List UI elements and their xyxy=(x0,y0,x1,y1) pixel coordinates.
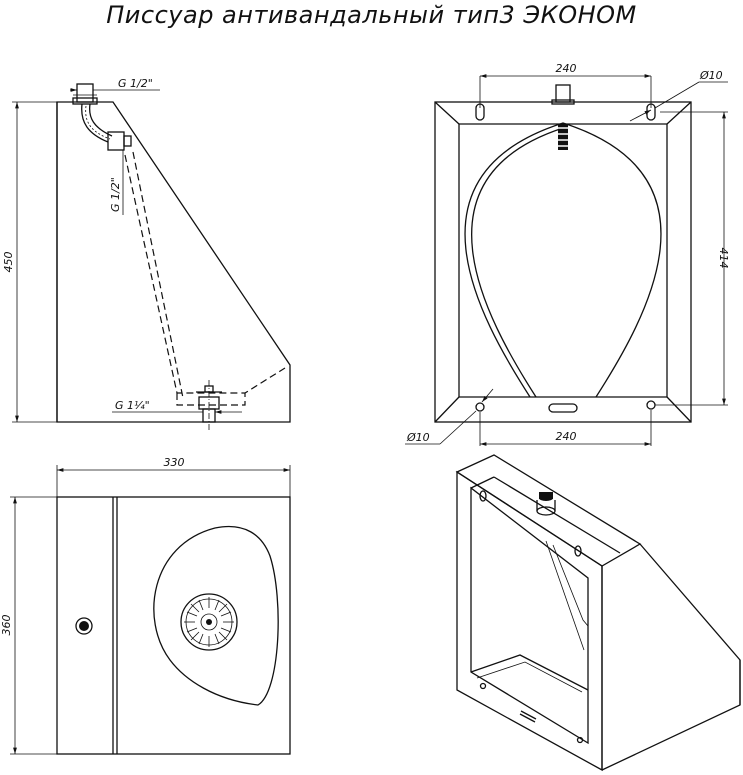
side-hidden-bowl xyxy=(124,154,286,394)
isometric-view xyxy=(455,454,741,772)
front-inlet-fitting xyxy=(555,84,571,103)
side-drain-label: G 1¹⁄₄" xyxy=(115,399,150,412)
front-hole-bottom-label: Ø10 xyxy=(406,431,430,444)
side-inlet-label: G 1/2" xyxy=(118,77,153,90)
iso-inlet-fitting xyxy=(536,492,556,516)
iso-front-frame-outer xyxy=(456,470,603,772)
front-spring-hose xyxy=(555,124,571,150)
front-bottom-width-dim: 240 xyxy=(556,430,577,443)
iso-sloped-side xyxy=(601,543,741,771)
iso-drain-slot xyxy=(519,710,537,723)
side-flex-hose xyxy=(81,103,109,143)
front-hole-top-label: Ø10 xyxy=(699,69,723,82)
front-drain-slot xyxy=(548,403,578,413)
plan-drain-grate xyxy=(180,593,238,651)
side-pipe-label: G 1/2" xyxy=(109,177,122,212)
front-top-width-dim: 240 xyxy=(556,62,577,75)
front-keyhole-left xyxy=(475,103,485,121)
front-view: 240 240 414 Ø10 Ø10 xyxy=(405,62,730,446)
drawing-title: Писсуар антивандальный тип3 ЭКОНОМ xyxy=(106,1,637,29)
plan-bowl-outline xyxy=(153,526,279,706)
iso-keyhole-right xyxy=(574,545,582,557)
plan-inlet-nut xyxy=(75,617,93,635)
side-view: 450 G 1/2" G 1/2" G 1¹⁄₄" xyxy=(2,77,291,430)
front-height-dim: 414 xyxy=(717,248,730,269)
plan-outline xyxy=(56,496,291,755)
plan-depth-dim: 360 xyxy=(0,615,13,636)
front-hole-right xyxy=(646,400,656,410)
iso-keyhole-left xyxy=(479,490,487,502)
front-keyhole-right xyxy=(646,103,656,121)
front-bowl-outline xyxy=(464,122,662,398)
front-hole-left xyxy=(475,402,485,412)
side-body-outline xyxy=(56,101,291,423)
plan-width-dim: 330 xyxy=(164,456,185,469)
side-height-dim: 450 xyxy=(2,252,15,273)
plan-view: 330 360 xyxy=(0,456,291,755)
side-inlet-fitting xyxy=(76,83,94,103)
